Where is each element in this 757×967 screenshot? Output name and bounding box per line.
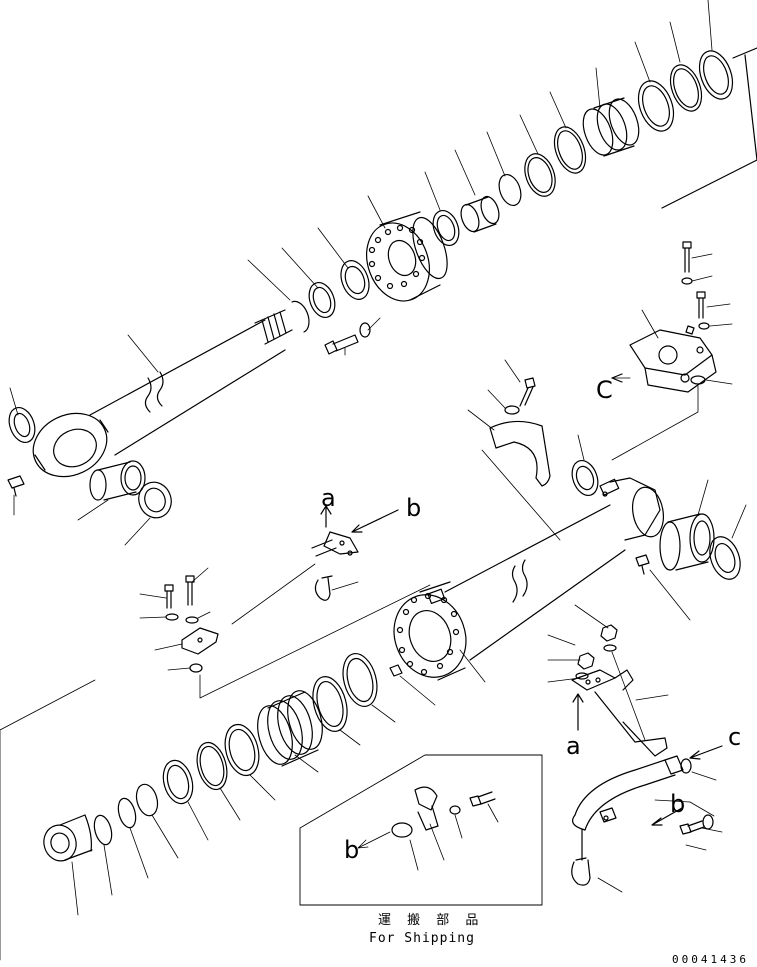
callout-a-bottom: a	[566, 732, 581, 760]
arrow-b-top	[351, 509, 399, 533]
group-bracket-top	[661, 47, 757, 209]
ring-1	[308, 281, 336, 319]
tube-o-ring	[680, 758, 692, 774]
grease-fitting	[7, 475, 25, 497]
small-bolts	[164, 575, 199, 624]
arrow-c-right	[689, 745, 723, 760]
shipping-title-jp: 運 搬 部 品	[378, 913, 485, 928]
hose-clamp-u	[314, 575, 333, 601]
clamp	[489, 420, 551, 487]
ring-6	[637, 80, 675, 132]
bottom-ring-7	[312, 676, 348, 732]
ring-5	[553, 126, 587, 174]
tube-end-seal-ring	[571, 459, 599, 497]
head-o-ring	[432, 209, 460, 247]
piston	[582, 97, 640, 157]
leader-lines-clamp	[467, 359, 561, 541]
small-bracket	[181, 627, 219, 655]
rod-end-seal-ring	[8, 406, 36, 444]
valve-bolts	[681, 241, 710, 335]
head-bushing	[460, 195, 500, 233]
bracket-plate	[571, 669, 668, 757]
head-bolt	[324, 334, 359, 355]
small-o-ring	[189, 663, 203, 673]
leader-lines-top	[9, 0, 713, 546]
leader-lines-bottom	[71, 704, 396, 916]
leader-lines-lower-right	[547, 604, 723, 893]
arrow-b-right	[651, 807, 683, 826]
hydraulic-tube	[572, 755, 684, 861]
leader-lines-valve	[611, 253, 733, 461]
bottom-ring-1	[93, 814, 113, 846]
valve-block	[629, 329, 717, 393]
callout-c-left: C	[596, 376, 613, 404]
bottom-ring-2	[117, 797, 137, 829]
snap-ring	[291, 300, 310, 333]
clamp-bolt	[504, 377, 536, 415]
drawing-number: 00041436	[672, 953, 749, 966]
arrow-a-top	[320, 505, 332, 528]
ring-3	[498, 173, 522, 207]
valve-o-ring	[690, 375, 706, 385]
arrow-a-bottom	[572, 693, 584, 731]
ring-7	[669, 64, 703, 112]
bracket-nuts	[575, 624, 618, 680]
bottom-ring-6	[224, 723, 260, 777]
shipping-box	[299, 754, 543, 906]
callout-b-box: b	[344, 836, 360, 864]
callout-b-right: b	[670, 790, 686, 818]
callout-a-top: a	[321, 484, 336, 512]
hose-fitting-a	[311, 531, 359, 557]
arrow-c-left	[611, 373, 623, 383]
hose-line	[231, 563, 316, 625]
tube-end-dust-seal	[709, 536, 741, 580]
ring-4	[524, 153, 556, 197]
rod-end-bushing	[89, 460, 146, 501]
group-bracket-bottom	[0, 679, 96, 961]
bottom-ring-3	[135, 783, 159, 817]
tube-plug	[389, 664, 403, 677]
tube-clamp-u	[571, 857, 591, 886]
tube-end-bushing	[659, 513, 715, 571]
ring-8	[698, 50, 734, 100]
leader-lines-left-mid	[139, 567, 431, 699]
rod-end-dust-seal	[138, 481, 172, 519]
bottom-ring-4	[162, 759, 194, 805]
bottom-ring-5	[196, 741, 228, 791]
head-washer	[359, 322, 371, 338]
bottom-piston	[257, 690, 323, 767]
callout-b-top: b	[406, 494, 422, 522]
tube-grease-fitting	[635, 554, 650, 575]
callout-c-right: c	[728, 723, 742, 751]
leader-lines-tube	[399, 434, 747, 706]
shipping-title-en: For Shipping	[369, 931, 475, 946]
ring-2	[340, 260, 370, 300]
bottom-ring-8	[342, 652, 378, 708]
cylinder-head	[366, 211, 448, 302]
bottom-end-cap	[43, 814, 93, 862]
piston-rod	[32, 309, 293, 478]
cylinder-tube	[444, 477, 664, 661]
tube-flange	[393, 581, 467, 681]
